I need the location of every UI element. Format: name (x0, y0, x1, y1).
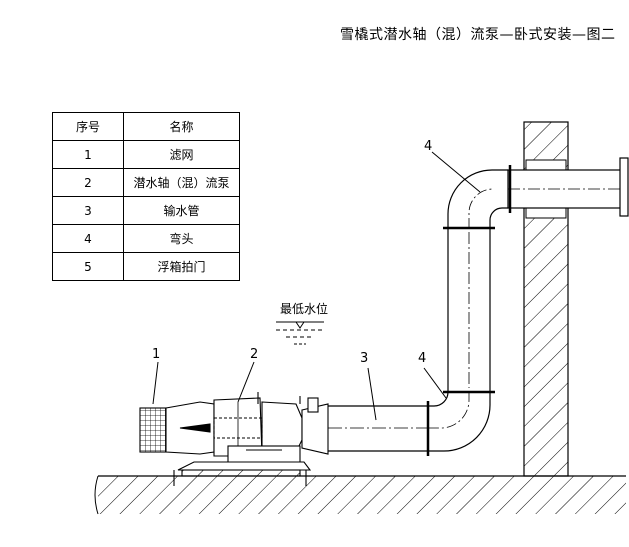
callout-1: 1 (152, 347, 160, 362)
header-name: 名称 (123, 112, 240, 141)
row-no: 1 (52, 140, 124, 169)
callout-2: 2 (250, 347, 258, 362)
pump-body (139, 392, 329, 457)
leader-lines (152, 151, 481, 421)
row-name: 潜水轴（混）流泵 (123, 168, 240, 197)
row-no: 2 (52, 168, 124, 197)
vertical-riser (443, 228, 495, 394)
callout-4-top: 4 (424, 139, 432, 154)
outlet-pipe (507, 157, 629, 217)
header-no: 序号 (52, 112, 124, 141)
top-elbow (443, 169, 508, 230)
row-name: 滤网 (123, 140, 240, 169)
table-row: 3 输水管 (52, 196, 240, 225)
ground-foundation (94, 475, 626, 515)
table-row: 5 浮箱拍门 (52, 252, 240, 281)
bottom-elbow (426, 391, 491, 456)
row-name: 弯头 (123, 224, 240, 253)
callout-3: 3 (360, 351, 368, 366)
table-header-row: 序号 名称 (52, 112, 240, 141)
water-level-label: 最低水位 (280, 302, 329, 316)
drawing-title: 雪橇式潜水轴（混）流泵—卧式安装—图二 (340, 27, 616, 43)
callout-4-bottom: 4 (418, 351, 426, 366)
discharge-pipe (328, 405, 428, 452)
water-level-symbol (276, 321, 324, 345)
skid-base (173, 445, 312, 486)
table-row: 2 潜水轴（混）流泵 (52, 168, 240, 197)
table-row: 4 弯头 (52, 224, 240, 253)
table-row: 1 滤网 (52, 140, 240, 169)
row-no: 3 (52, 196, 124, 225)
row-name: 输水管 (123, 196, 240, 225)
parts-table: 序号 名称 1 滤网 2 潜水轴（混）流泵 3 输水管 4 弯头 5 浮箱拍门 (52, 112, 240, 281)
row-no: 5 (52, 252, 124, 281)
row-name: 浮箱拍门 (123, 252, 240, 281)
